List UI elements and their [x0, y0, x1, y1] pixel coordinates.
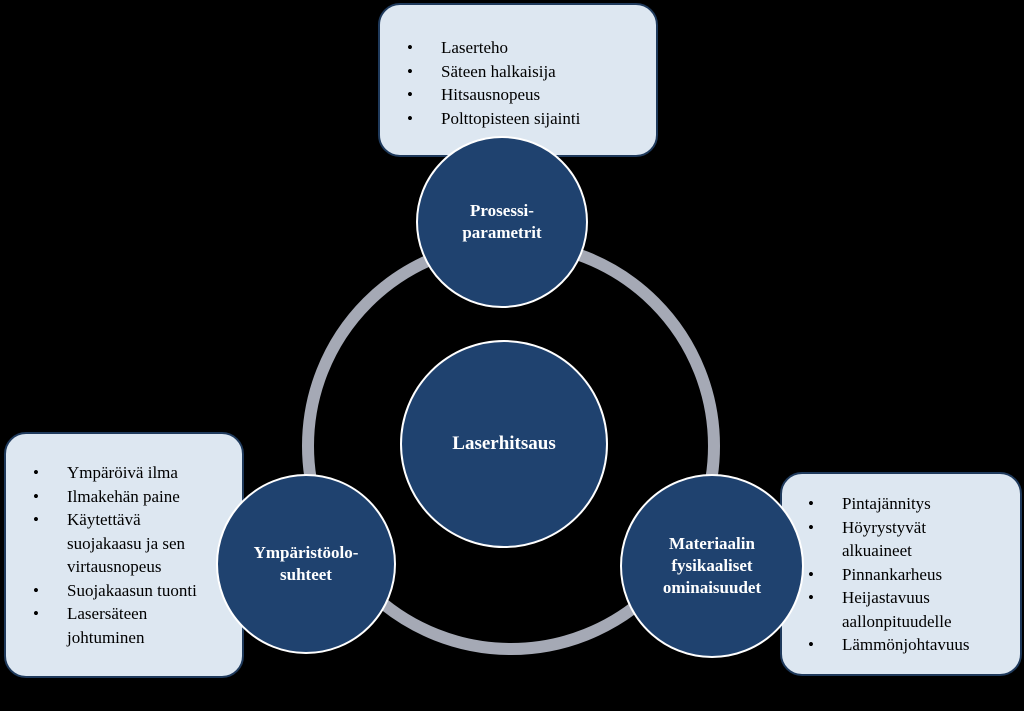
list-item: Käytettävä suojakaasu ja sen virtausnope… [33, 508, 242, 579]
center-label: Laserhitsaus [452, 433, 556, 454]
list-item: Heijastavuus aallonpituudelle [808, 586, 1020, 633]
list-item: Lasersäteen johtuminen [33, 602, 242, 649]
environment-label: Ympäristöolo- suhteet [253, 543, 359, 584]
process-parameters-label: Prosessi- parametrit [462, 201, 542, 242]
material-properties-list: Pintajännitys Höyrystyvät alkuaineet Pin… [808, 492, 1020, 657]
process-parameters-box: Laserteho Säteen halkaisija Hitsausnopeu… [378, 3, 658, 157]
center-circle: Laserhitsaus [400, 340, 608, 548]
process-parameters-circle: Prosessi- parametrit [416, 136, 588, 308]
list-item: Suojakaasun tuonti [33, 579, 242, 603]
list-item: Ympäröivä ilma [33, 461, 242, 485]
list-item: Höyrystyvät alkuaineet [808, 516, 1020, 563]
environment-circle: Ympäristöolo- suhteet [216, 474, 396, 654]
process-parameters-list: Laserteho Säteen halkaisija Hitsausnopeu… [407, 36, 656, 130]
list-item: Säteen halkaisija [407, 60, 656, 84]
list-item: Polttopisteen sijainti [407, 107, 656, 131]
material-properties-label: Materiaalin fysikaaliset ominaisuudet [662, 534, 762, 597]
environment-list: Ympäröivä ilma Ilmakehän paine Käytettäv… [33, 461, 242, 649]
list-item: Pintajännitys [808, 492, 1020, 516]
list-item: Laserteho [407, 36, 656, 60]
list-item: Hitsausnopeus [407, 83, 656, 107]
environment-box: Ympäröivä ilma Ilmakehän paine Käytettäv… [4, 432, 244, 678]
list-item: Lämmönjohtavuus [808, 633, 1020, 657]
material-properties-box: Pintajännitys Höyrystyvät alkuaineet Pin… [780, 472, 1022, 676]
list-item: Ilmakehän paine [33, 485, 242, 509]
list-item: Pinnankarheus [808, 563, 1020, 587]
material-properties-circle: Materiaalin fysikaaliset ominaisuudet [620, 474, 804, 658]
